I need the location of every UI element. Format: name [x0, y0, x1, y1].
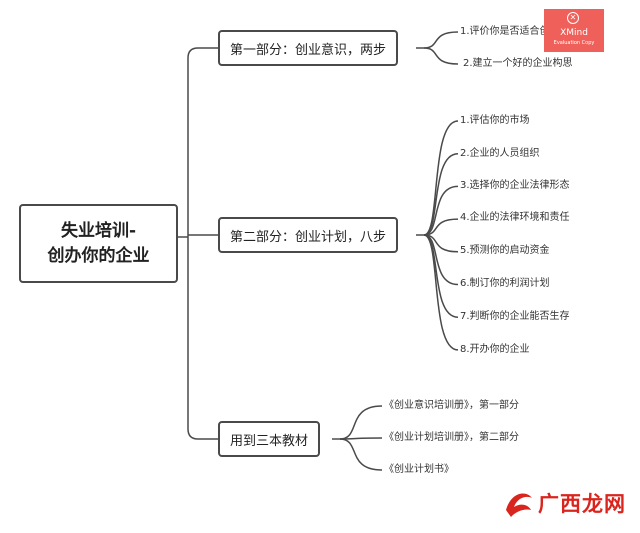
subtopic[interactable]: 7.判断你的企业能否生存 [460, 311, 570, 322]
subtopic[interactable]: 8.开办你的企业 [460, 344, 530, 355]
subtopic[interactable]: 《创业计划书》 [384, 464, 454, 475]
branch-topic-textbooks[interactable]: 用到三本教材 [218, 421, 321, 457]
connector-line [339, 405, 383, 440]
connector-line [423, 31, 459, 49]
connector-line [339, 438, 383, 471]
branch-topic-part1[interactable]: 第一部分：创业意识，两步 [218, 30, 399, 66]
subtopic[interactable]: 《创业意识培训册》，第一部分 [384, 400, 519, 411]
branch-topic-label: 第二部分：创业计划，八步 [230, 229, 387, 245]
dragon-logo-icon [506, 493, 532, 517]
branch-topic-label: 第一部分：创业意识，两步 [230, 42, 387, 58]
subtopic[interactable]: 6.制订你的利润计划 [460, 278, 550, 289]
badge-app-name: XMind [560, 28, 588, 38]
subtopic[interactable]: 2.企业的人员组织 [460, 148, 540, 159]
root-topic[interactable]: 失业培训- 创办你的企业 [19, 204, 178, 283]
connector-line [423, 234, 459, 286]
subtopic[interactable]: 5.预测你的启动资金 [460, 245, 550, 256]
xmind-evaluation-badge[interactable]: ✕ XMind Evaluation Copy [544, 9, 604, 52]
connector-line [423, 234, 459, 351]
subtopic[interactable]: 1.评估你的市场 [460, 115, 530, 126]
watermark: 广西龙网 [502, 483, 626, 523]
root-topic-line2: 创办你的企业 [47, 245, 150, 266]
watermark-text: 广西龙网 [538, 491, 626, 516]
root-topic-line1: 失业培训- [60, 220, 137, 241]
connector-line [423, 218, 459, 236]
badge-edition: Evaluation Copy [553, 40, 595, 46]
connector-line [423, 152, 459, 236]
connector-line [423, 47, 459, 65]
subtopic[interactable]: 2.建立一个好的企业构思 [463, 58, 573, 69]
subtopic[interactable]: 4.企业的法律环境和责任 [460, 212, 570, 223]
close-icon[interactable]: ✕ [567, 12, 579, 24]
branch-topic-part2[interactable]: 第二部分：创业计划，八步 [218, 217, 399, 253]
connector-line [423, 120, 459, 236]
subtopic[interactable]: 3.选择你的企业法律形态 [460, 180, 570, 191]
branch-topic-label: 用到三本教材 [230, 433, 309, 449]
connector-line [187, 237, 218, 440]
subtopic[interactable]: 《创业计划培训册》，第二部分 [384, 432, 519, 443]
connector-line [423, 185, 459, 236]
connector-line [187, 47, 218, 237]
subtopic[interactable]: 1.评价你是否适合创业 [460, 26, 560, 37]
